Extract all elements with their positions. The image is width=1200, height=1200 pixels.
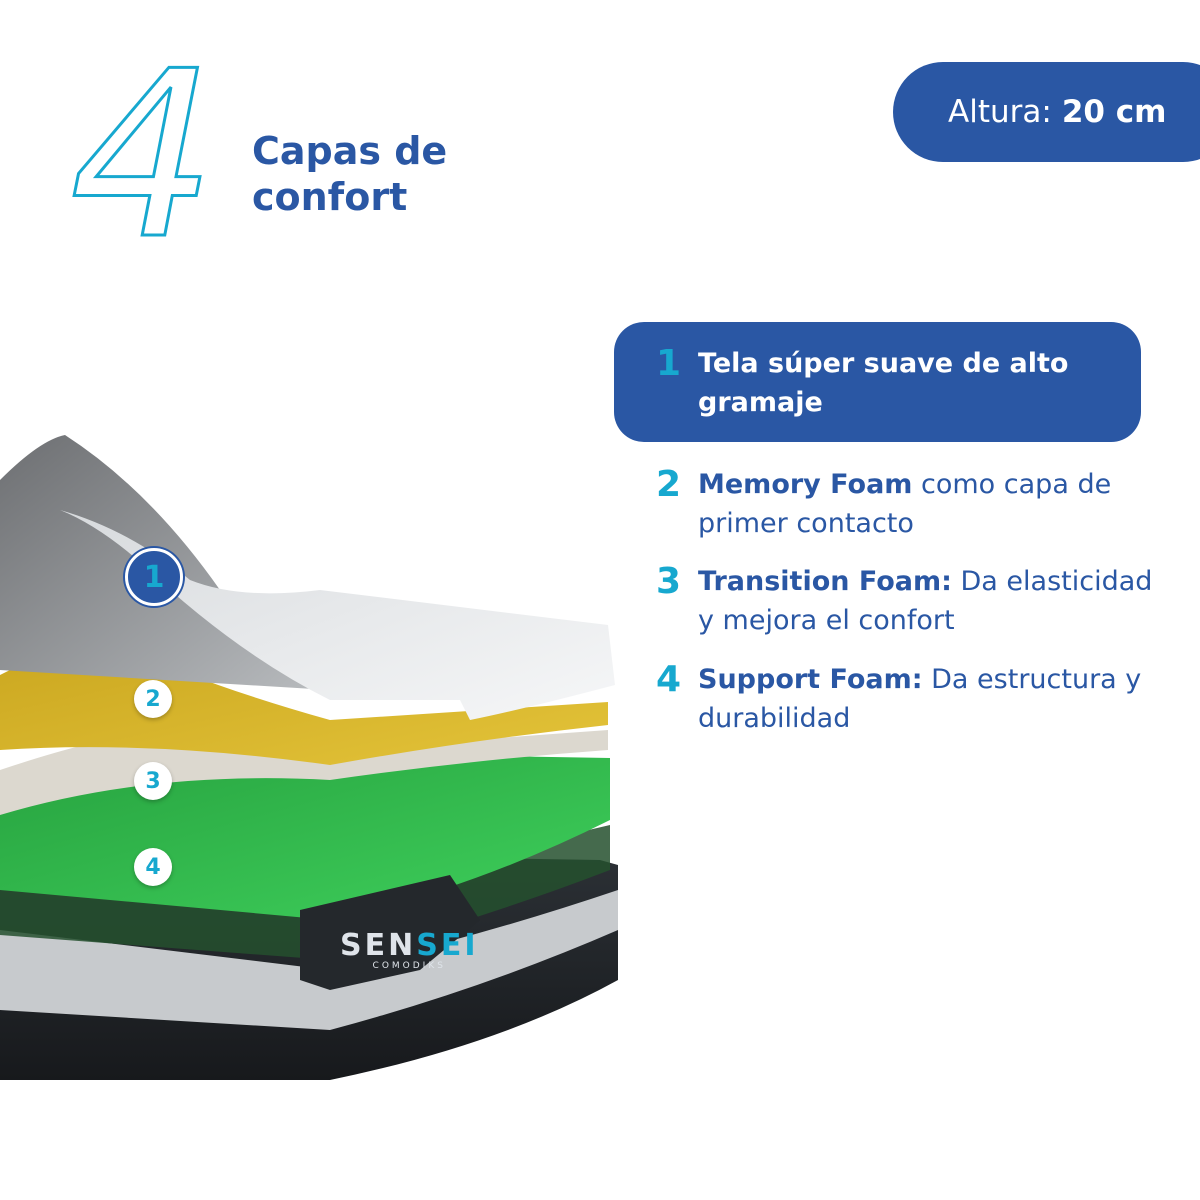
- page-title: Capas de confort: [252, 128, 447, 220]
- layer-number: 1: [656, 343, 682, 384]
- layer-number: 4: [656, 659, 682, 700]
- marker-layer-2[interactable]: 2: [134, 680, 172, 718]
- layer-rest: como capa de primer contacto: [698, 469, 1112, 539]
- brand-subtitle: COMODIKS: [372, 961, 446, 971]
- brand-logo: SENSEI COMODIKS: [340, 928, 478, 971]
- layer-rest: Da elasticidad y mejora el confort: [698, 566, 1153, 636]
- layer-text: Support Foam: Da estructura y durabilida…: [698, 660, 1168, 738]
- layer-bold: Support Foam:: [698, 664, 923, 695]
- layer-text: Transition Foam: Da elasticidad y mejora…: [698, 562, 1168, 640]
- layer-item-3[interactable]: 3 Transition Foam: Da elasticidad y mejo…: [614, 562, 1174, 640]
- marker-layer-1[interactable]: 1: [125, 548, 183, 606]
- layer-bold: Tela súper suave de alto gramaje: [698, 348, 1069, 418]
- layer-text: Tela súper suave de alto gramaje: [698, 344, 1118, 422]
- layer-item-2[interactable]: 2 Memory Foam como capa de primer contac…: [614, 465, 1174, 543]
- layer-rest: Da estructura y durabilidad: [698, 664, 1142, 734]
- layer-number: 2: [656, 464, 682, 505]
- page-title-line1: Capas de: [252, 129, 448, 173]
- page-title-line2: confort: [252, 175, 408, 219]
- layer-3-transition-foam: [0, 730, 608, 815]
- layer-number: 3: [656, 561, 682, 602]
- big-number-four: 4: [69, 22, 230, 292]
- height-label: Altura:: [948, 94, 1052, 130]
- marker-layer-4[interactable]: 4: [134, 848, 172, 886]
- base-gray-band: [0, 890, 618, 1030]
- svg-text:4: 4: [70, 55, 216, 250]
- marker-layer-3[interactable]: 3: [134, 762, 172, 800]
- brand-plate: [300, 875, 480, 990]
- layer-1-fabric-top: [60, 510, 615, 720]
- layer-bold: Transition Foam:: [698, 566, 952, 597]
- height-badge: Altura: 20 cm: [893, 62, 1200, 162]
- layer-text: Memory Foam como capa de primer contacto: [698, 465, 1168, 543]
- layer-item-4[interactable]: 4 Support Foam: Da estructura y durabili…: [614, 660, 1174, 738]
- brand-name-a: SEN: [340, 928, 417, 963]
- layer-item-1[interactable]: 1 Tela súper suave de alto gramaje: [614, 322, 1141, 442]
- height-value: 20 cm: [1061, 94, 1167, 130]
- layer-bold: Memory Foam: [698, 469, 913, 500]
- brand-name-b: SEI: [416, 928, 479, 963]
- mattress-illustration: [0, 420, 640, 1120]
